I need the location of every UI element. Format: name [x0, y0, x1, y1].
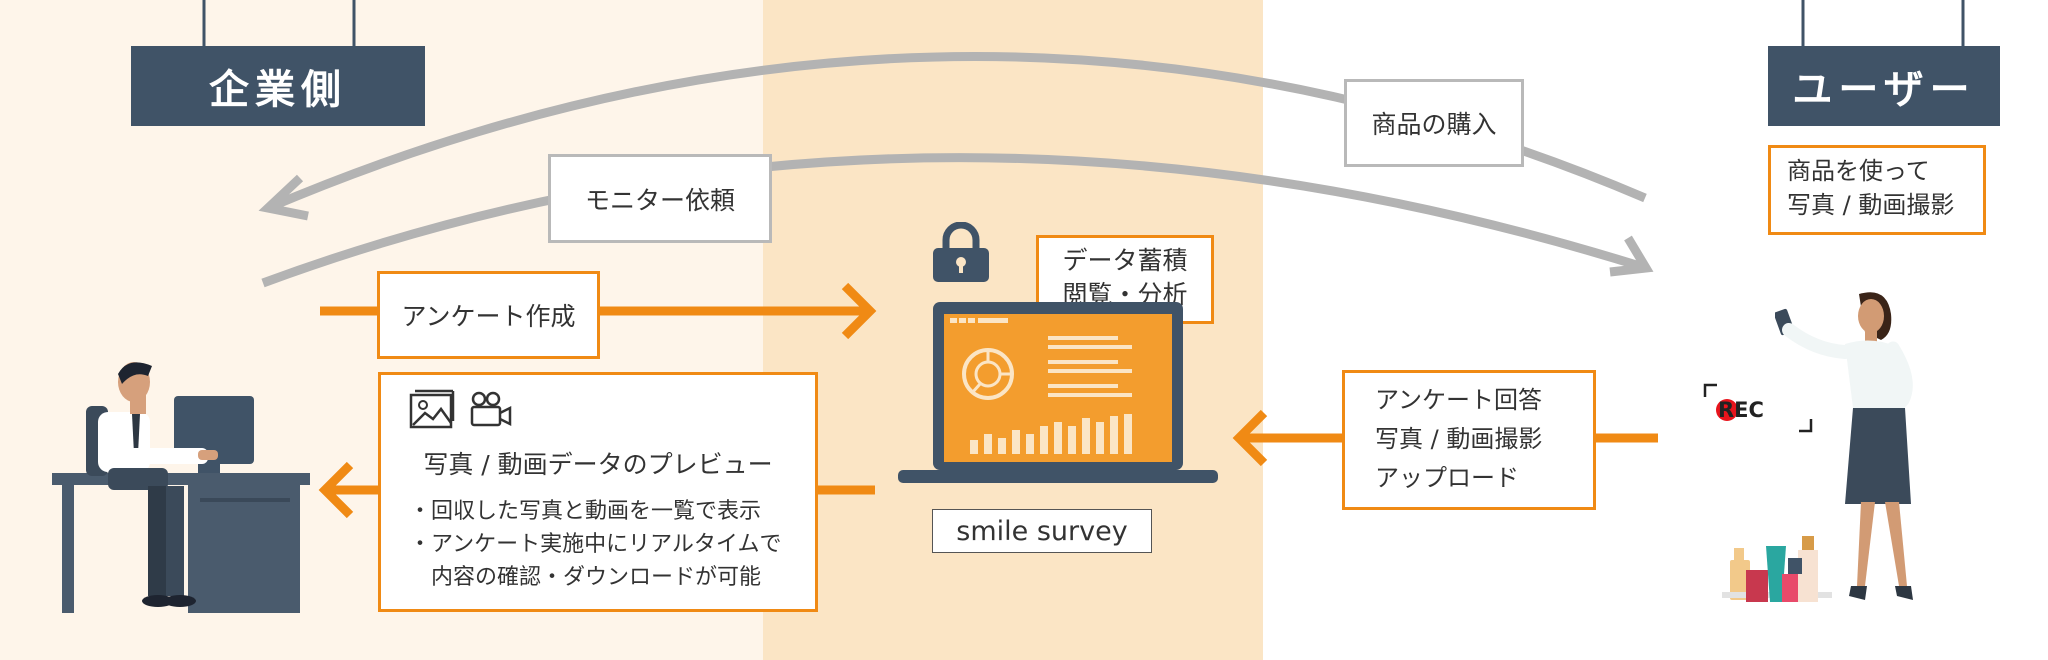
laptop-icon — [898, 302, 1218, 483]
video-camera-icon — [470, 391, 512, 427]
rec-label: REC — [1718, 398, 1764, 422]
company-sign: 企業側 — [131, 46, 425, 126]
rec-frame — [1703, 383, 1813, 433]
monitor-request-arrow — [261, 153, 1648, 288]
monitor-request-label: モニター依頼 — [548, 154, 772, 243]
woman-selfie-illustration — [1775, 292, 1913, 600]
survey-answer-label: アンケート回答写真 / 動画撮影アップロード — [1342, 370, 1596, 510]
preview-title: 写真 / 動画データのプレビュー — [423, 450, 773, 479]
preview-box: 写真 / 動画データのプレビュー ・回収した写真と動画を一覧で表示 ・アンケート… — [378, 372, 818, 612]
preview-bullet: 内容の確認・ダウンロードが可能 — [409, 565, 762, 590]
lock-icon — [933, 222, 989, 282]
purchase-label: 商品の購入 — [1344, 79, 1524, 167]
preview-bullet: ・アンケート実施中にリアルタイムで — [409, 532, 782, 557]
user-label: ユーザー — [1792, 67, 1976, 113]
rec-dot-icon — [1716, 399, 1738, 421]
cosmetics-illustration — [1722, 536, 1832, 602]
office-worker-illustration — [52, 362, 310, 613]
user-sign: ユーザー — [1768, 46, 2000, 126]
preview-bullet: ・回収した写真と動画を一覧で表示 — [409, 499, 762, 524]
image-icon — [409, 389, 455, 429]
survey-create-label: アンケート作成 — [377, 271, 600, 359]
product-name-label: smile survey — [932, 509, 1152, 553]
company-label: 企業側 — [209, 67, 347, 113]
user-action-label: 商品を使って写真 / 動画撮影 — [1768, 145, 1986, 235]
